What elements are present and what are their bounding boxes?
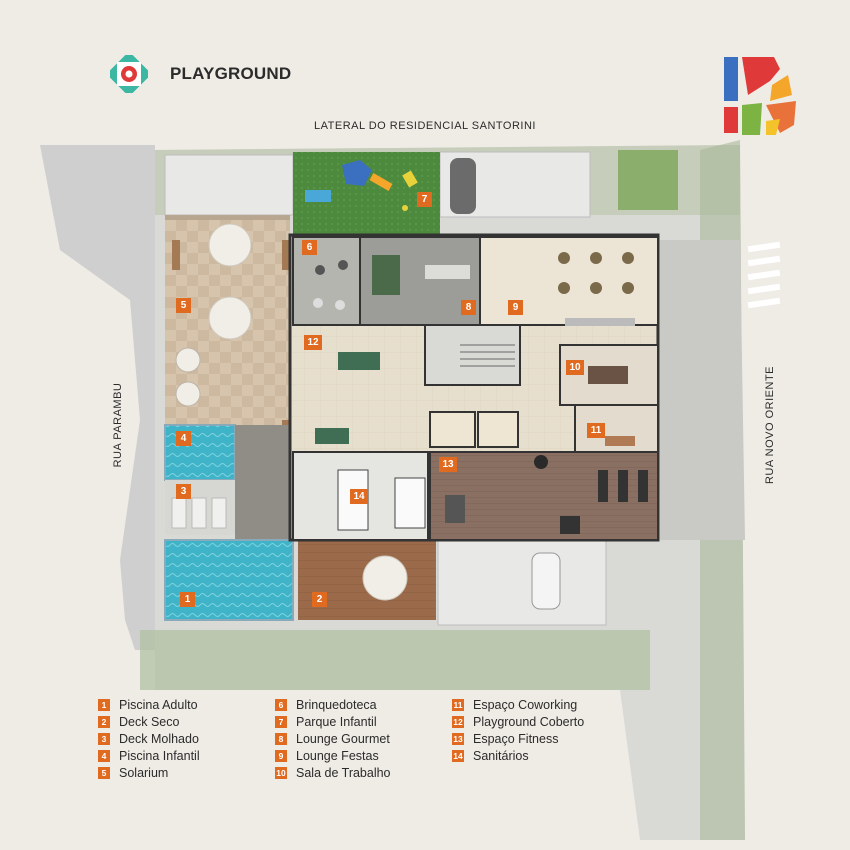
plan-marker-4[interactable]: 4 bbox=[176, 431, 191, 446]
page-title: PLAYGROUND bbox=[170, 64, 292, 83]
plan-marker-5[interactable]: 5 bbox=[176, 298, 191, 313]
plan-marker-11[interactable]: 11 bbox=[587, 423, 605, 438]
plan-marker-10[interactable]: 10 bbox=[566, 360, 584, 375]
street-label-top: LATERAL DO RESIDENCIAL SANTORINI bbox=[314, 120, 536, 132]
plan-marker-6[interactable]: 6 bbox=[302, 240, 317, 255]
plan-marker-14[interactable]: 14 bbox=[350, 489, 368, 504]
plan-marker-7[interactable]: 7 bbox=[417, 192, 432, 207]
playground-location-icon bbox=[106, 51, 152, 97]
plan-marker-3[interactable]: 3 bbox=[176, 484, 191, 499]
plan-marker-1[interactable]: 1 bbox=[180, 592, 195, 607]
brand-logo bbox=[722, 55, 800, 137]
plan-marker-2[interactable]: 2 bbox=[312, 592, 327, 607]
plan-marker-13[interactable]: 13 bbox=[439, 457, 457, 472]
plan-marker-9[interactable]: 9 bbox=[508, 300, 523, 315]
plan-marker-12[interactable]: 12 bbox=[304, 335, 322, 350]
plan-marker-8[interactable]: 8 bbox=[461, 300, 476, 315]
